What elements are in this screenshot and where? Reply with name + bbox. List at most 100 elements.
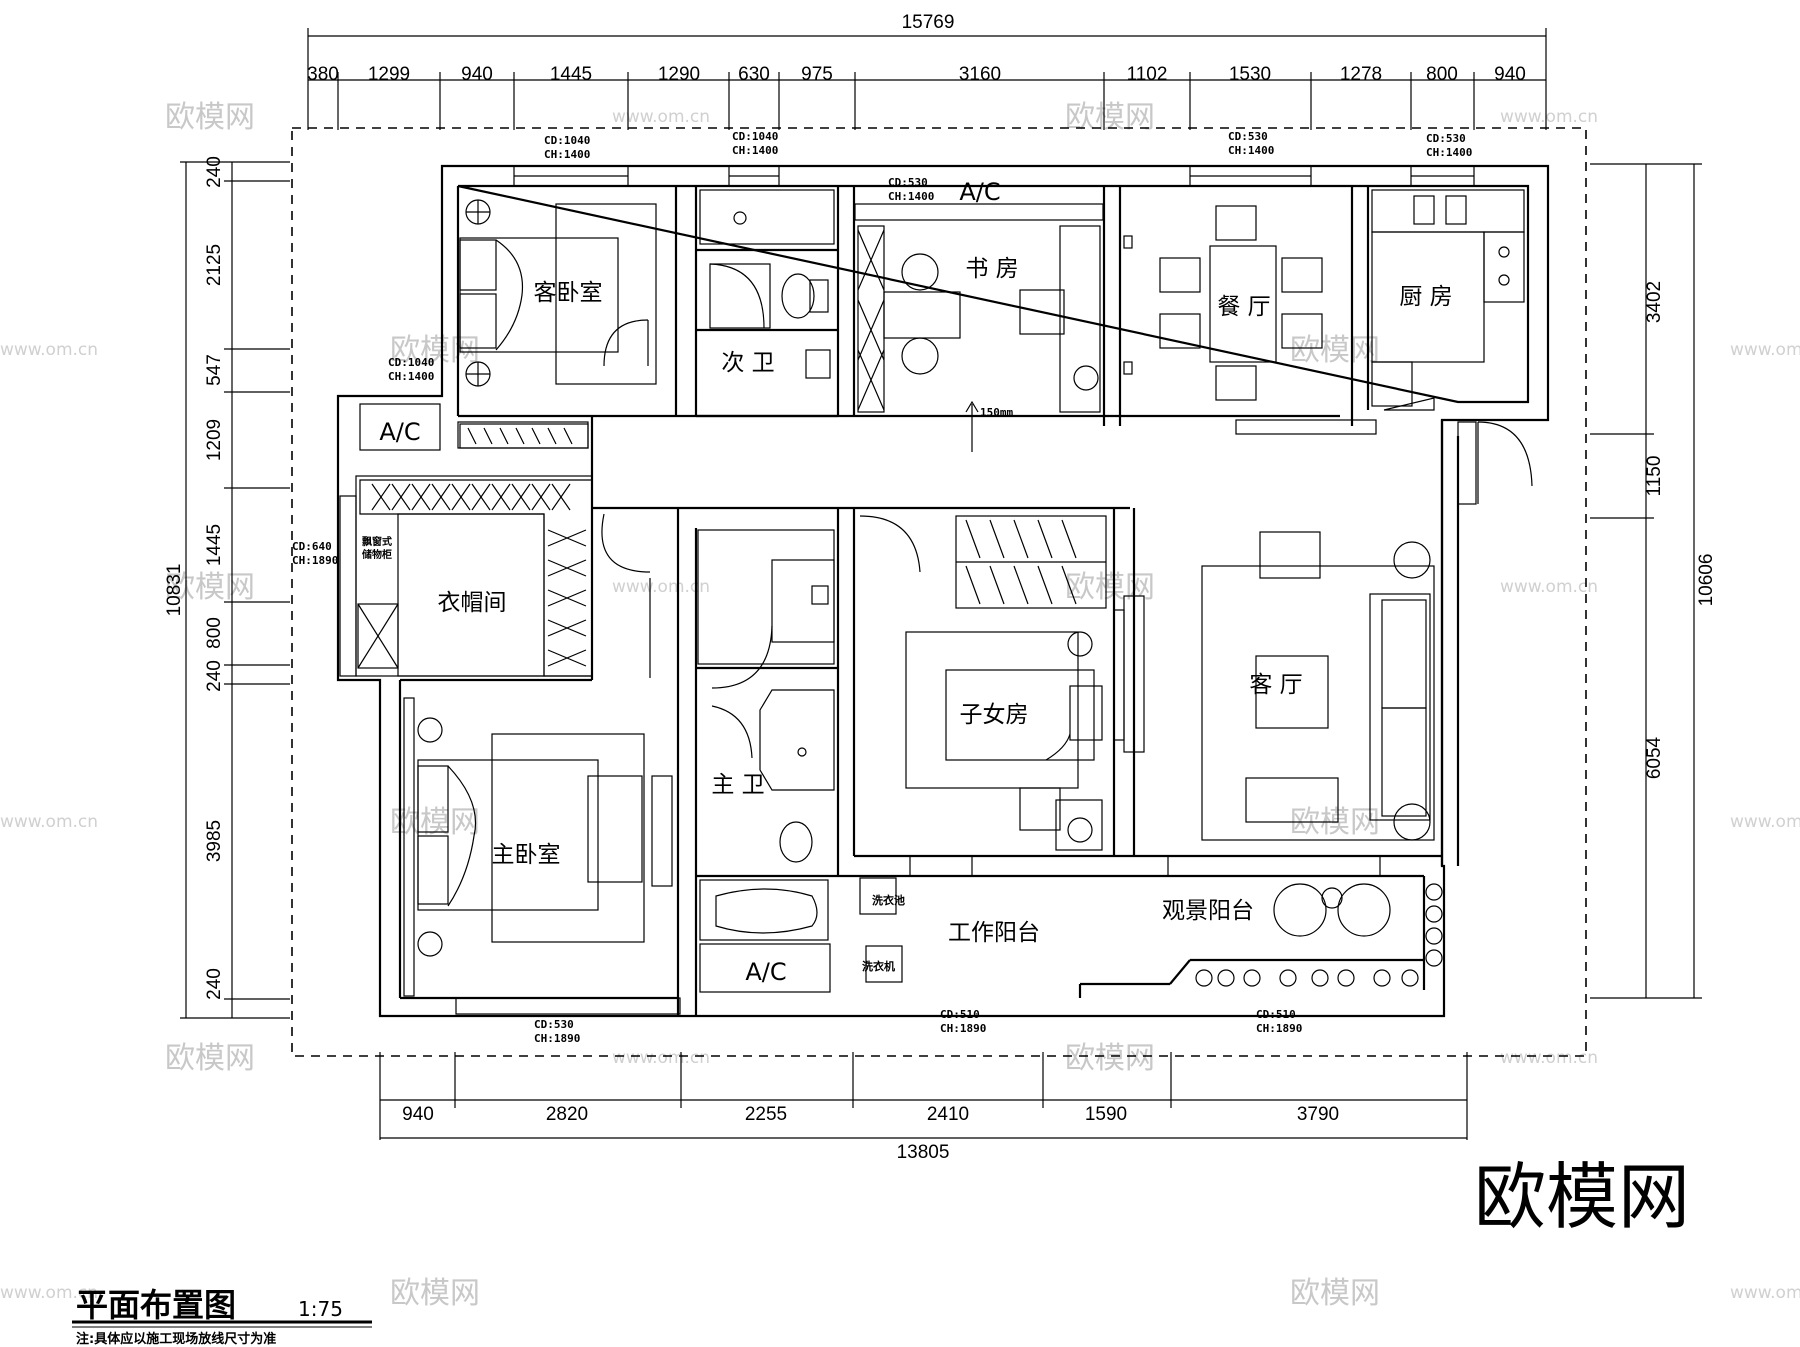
- room-label-work-balcony: 工作阳台: [948, 920, 1040, 946]
- dimension-label: 1445: [204, 524, 225, 566]
- dimension-label: 1445: [550, 64, 592, 85]
- dimension-label: 800: [204, 617, 225, 649]
- dimension-label: 1290: [658, 64, 700, 85]
- drawing-note: 注:具体应以施工现场放线尺寸为准: [76, 1331, 276, 1347]
- window-tag-ch: CH:1890: [940, 1022, 986, 1035]
- dimension-label: 380: [307, 64, 339, 85]
- windows: [455, 165, 1475, 1015]
- guest-bed: [459, 199, 657, 387]
- window-tag-ch: CH:1400: [544, 148, 590, 161]
- room-label-cloakroom: 衣帽间: [438, 590, 507, 616]
- watermark: 欧模网: [165, 100, 255, 135]
- room-label-living-room: 客 厅: [1249, 672, 1302, 698]
- watermark-url: www.om.cn: [1500, 1048, 1598, 1068]
- room-label-study: 书 房: [965, 256, 1018, 282]
- study-furniture: [857, 225, 1101, 452]
- watermark: 欧模网: [390, 1276, 480, 1311]
- kids-furniture: [905, 631, 1103, 851]
- watermark: 欧模网: [1290, 333, 1380, 368]
- watermark-url: www.om.cn: [0, 1283, 98, 1303]
- entry-door: [1457, 421, 1533, 505]
- dimension-label: 940: [461, 64, 493, 85]
- bay-cabinet-text: 飘窗式储物柜: [362, 537, 392, 561]
- watermark: 欧模网: [1290, 1276, 1380, 1311]
- title-block: 平面布置图 1:75 注:具体应以施工现场放线尺寸为准: [72, 1286, 372, 1347]
- dimension-label: 2125: [204, 244, 225, 286]
- wardrobe: [339, 423, 593, 677]
- drawing-title: 平面布置图: [76, 1286, 236, 1324]
- watermark-url: www.om.cn: [1730, 1283, 1800, 1303]
- dimension-label: 240: [204, 968, 225, 1000]
- window-tag-ch: CH:1890: [534, 1032, 580, 1045]
- window-tag-cd: CD:1040: [544, 134, 590, 147]
- view-balcony-fixtures: [1195, 883, 1443, 987]
- window-tag-cd: CD:1040: [388, 356, 434, 369]
- kitchen-fixtures: [1371, 189, 1525, 411]
- bottom-dimension-chain: 940 2820 2255 2410 1590 3790 13805: [379, 1052, 1468, 1163]
- window-tag-ch: CH:1400: [388, 370, 434, 383]
- watermark: 欧模网: [1065, 1041, 1155, 1076]
- room-labels: 客卧室 次 卫 书 房 餐 厅 厨 房 衣帽间 主卧室 主 卫 子女房 客 厅 …: [362, 178, 1453, 986]
- dimension-label: 2255: [745, 1104, 787, 1125]
- window-tag-ch: CH:1400: [1426, 146, 1472, 159]
- watermark-url: www.om.cn: [1730, 812, 1800, 832]
- master-bath-fixtures: [697, 529, 835, 941]
- dimension-label: 2820: [546, 1104, 588, 1125]
- dining-set: [1123, 205, 1323, 401]
- dimension-label: 1209: [204, 419, 225, 461]
- dimension-label: 1102: [1127, 64, 1168, 85]
- ac-label: A/C: [959, 178, 1000, 206]
- room-label-second-bath: 次 卫: [721, 350, 774, 376]
- watermark-url: www.om.cn: [1730, 340, 1800, 360]
- dimension-label: 2410: [927, 1104, 969, 1125]
- room-label-master-bath: 主 卫: [711, 772, 764, 798]
- window-tag-cd: CD:510: [940, 1008, 980, 1021]
- brand-logo: 欧模网: [1474, 1155, 1690, 1239]
- dimension-label: 1530: [1229, 64, 1271, 85]
- window-tags: CD:1040 CH:1400 CD:1040 CH:1400 CD:530 C…: [292, 130, 1472, 1045]
- dimension-label: 800: [1426, 64, 1458, 85]
- label-wash-basin: 洗衣池: [872, 893, 905, 907]
- watermark: 欧模网: [1065, 570, 1155, 605]
- dimension-label: 1590: [1085, 1104, 1127, 1125]
- window-tag-cd: CD:530: [1426, 132, 1466, 145]
- watermark-url: www.om.cn: [1500, 577, 1598, 597]
- second-bath-fixtures: [699, 189, 835, 379]
- dimension-label: 3790: [1297, 1104, 1339, 1125]
- watermark-layer: 欧模网 欧模网 www.om.cn www.om.cn 欧模网 欧模网 www.…: [0, 100, 1800, 1311]
- dimension-label: 3160: [959, 64, 1001, 85]
- dimension-label: 630: [738, 64, 770, 85]
- room-label-kitchen: 厨 房: [1399, 284, 1452, 310]
- ac-units: [359, 403, 831, 993]
- room-label-dining: 餐 厅: [1217, 294, 1270, 320]
- kids-wardrobe: [955, 515, 1107, 609]
- dimension-label: 13805: [897, 1142, 950, 1163]
- drawing-scale: 1:75: [298, 1297, 343, 1321]
- work-balcony-fixtures: [859, 877, 903, 983]
- watermark: 欧模网: [390, 333, 480, 368]
- watermark: 欧模网: [390, 805, 480, 840]
- label-step-height: 150mm: [980, 406, 1013, 419]
- door-swings: [601, 319, 921, 689]
- dimension-label: 1150: [1644, 456, 1665, 497]
- dimension-label: 940: [402, 1104, 434, 1125]
- dimension-label: 547: [204, 354, 225, 386]
- window-tag-ch: CH:1400: [888, 190, 934, 203]
- watermark-url: www.om.cn: [612, 107, 710, 127]
- site-boundary: [291, 127, 1587, 1057]
- room-label-guest-bedroom: 客卧室: [534, 280, 603, 306]
- dimension-label: 240: [204, 156, 225, 188]
- window-tag-ch: CH:1890: [292, 554, 338, 567]
- window-tag-cd: CD:530: [1228, 130, 1268, 143]
- room-label-master-bedroom: 主卧室: [492, 842, 561, 868]
- dimension-label: 940: [1494, 64, 1526, 85]
- ac-label: A/C: [745, 958, 786, 986]
- left-dimension-chain: 10831 240 2125 547 1209 1445 800 240 398…: [164, 156, 290, 1019]
- dimension-label: 1299: [368, 64, 410, 85]
- watermark: 欧模网: [165, 1041, 255, 1076]
- window-tag-cd: CD:1040: [732, 130, 778, 143]
- dimension-label: 15769: [902, 12, 955, 33]
- window-tag-cd: CD:510: [1256, 1008, 1296, 1021]
- watermark-url: www.om.cn: [0, 812, 98, 832]
